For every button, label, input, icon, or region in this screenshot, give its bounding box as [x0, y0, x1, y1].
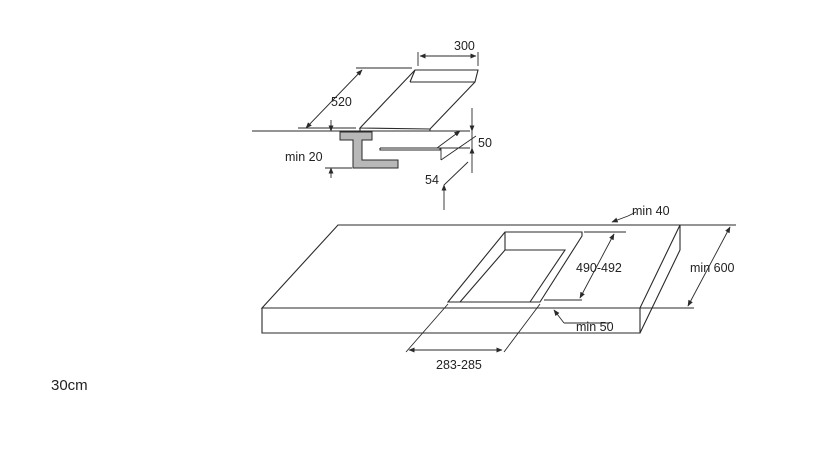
- dim-283-285-label: 283-285: [436, 358, 482, 372]
- worktop-profile: [339, 131, 399, 169]
- dim-min20-label: min 20: [285, 150, 323, 164]
- dim-300-label: 300: [454, 39, 475, 53]
- dim-490-492-label: 490-492: [576, 261, 622, 275]
- dim-min40-label: min 40: [632, 204, 670, 218]
- dim-min600-label: min 600: [690, 261, 735, 275]
- dim-50-label: 50: [478, 136, 492, 150]
- worktop-drawing: [260, 211, 736, 353]
- size-caption: 30cm: [51, 377, 88, 394]
- hob-drawing: [252, 52, 479, 210]
- dim-520-label: 520: [331, 95, 352, 109]
- dim-54-label: 54: [425, 173, 439, 187]
- dim-min50-label: min 50: [576, 320, 614, 334]
